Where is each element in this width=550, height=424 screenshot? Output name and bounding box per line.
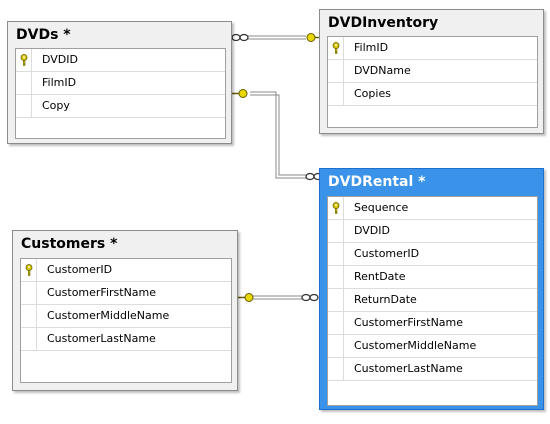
primary-key-icon xyxy=(332,202,339,214)
column-name: DVDID xyxy=(354,224,390,237)
column-row[interactable]: DVDID xyxy=(328,220,537,243)
row-selector[interactable] xyxy=(328,335,344,357)
column-row[interactable]: CustomerFirstName xyxy=(328,312,537,335)
column-name: CustomerID xyxy=(354,247,420,260)
column-row[interactable]: CustomerID xyxy=(21,259,231,282)
row-selector[interactable] xyxy=(328,83,344,105)
column-name: CustomerFirstName xyxy=(47,286,157,299)
column-name: ReturnDate xyxy=(354,293,417,306)
column-name: CustomerMiddleName xyxy=(47,309,170,322)
many-end-infinity-icon xyxy=(301,293,319,302)
column-name: Copies xyxy=(354,87,391,100)
column-name: Copy xyxy=(42,99,70,112)
column-name: CustomerLastName xyxy=(47,332,156,345)
column-row[interactable]: CustomerLastName xyxy=(328,358,537,381)
column-name: FilmID xyxy=(42,76,77,89)
column-name: RentDate xyxy=(354,270,406,283)
column-name: DVDID xyxy=(42,53,78,66)
column-grid: DVDID FilmID Copy xyxy=(15,48,226,139)
table-dvds[interactable]: DVDs * DVDID FilmID Copy xyxy=(7,21,232,144)
column-name: CustomerLastName xyxy=(354,362,463,375)
column-row[interactable]: CustomerID xyxy=(328,243,537,266)
column-name: CustomerFirstName xyxy=(354,316,464,329)
column-row[interactable]: DVDName xyxy=(328,60,537,83)
column-name: FilmID xyxy=(354,41,389,54)
column-name: Sequence xyxy=(354,201,409,214)
row-selector[interactable] xyxy=(16,49,32,71)
column-row[interactable]: FilmID xyxy=(328,37,537,60)
row-selector[interactable] xyxy=(16,95,32,117)
column-name: CustomerID xyxy=(47,263,113,276)
column-row[interactable]: Copies xyxy=(328,83,537,106)
column-row[interactable]: ReturnDate xyxy=(328,289,537,312)
row-selector[interactable] xyxy=(328,266,344,288)
many-end-infinity-icon xyxy=(231,33,249,42)
row-selector[interactable] xyxy=(328,289,344,311)
row-selector[interactable] xyxy=(21,259,37,281)
table-title: Customers * xyxy=(21,236,118,252)
column-row[interactable]: FilmID xyxy=(16,72,225,95)
relationship-customers-dvdrental[interactable] xyxy=(238,293,319,302)
row-selector[interactable] xyxy=(328,220,344,242)
column-row[interactable]: CustomerLastName xyxy=(21,328,231,351)
column-name: CustomerMiddleName xyxy=(354,339,477,352)
one-end-key-icon xyxy=(238,293,254,302)
row-selector[interactable] xyxy=(21,328,37,350)
column-row[interactable]: CustomerFirstName xyxy=(21,282,231,305)
relationship-dvds-dvdrental[interactable] xyxy=(232,89,323,181)
column-row[interactable]: DVDID xyxy=(16,49,225,72)
row-selector[interactable] xyxy=(21,305,37,327)
row-selector[interactable] xyxy=(328,37,344,59)
row-selector[interactable] xyxy=(21,282,37,304)
row-selector[interactable] xyxy=(16,72,32,94)
column-row[interactable]: Copy xyxy=(16,95,225,118)
table-title: DVDRental * xyxy=(328,174,426,190)
row-selector[interactable] xyxy=(328,243,344,265)
column-row[interactable]: RentDate xyxy=(328,266,537,289)
row-selector[interactable] xyxy=(328,312,344,334)
row-selector[interactable] xyxy=(328,60,344,82)
primary-key-icon xyxy=(20,54,27,66)
column-row[interactable]: CustomerMiddleName xyxy=(328,335,537,358)
primary-key-icon xyxy=(332,42,339,54)
relationship-dvds-dvdinventory[interactable] xyxy=(231,33,322,42)
primary-key-icon xyxy=(25,264,32,276)
column-row[interactable]: Sequence xyxy=(328,197,537,220)
table-title: DVDs * xyxy=(16,27,71,43)
column-name: DVDName xyxy=(354,64,411,77)
row-selector[interactable] xyxy=(328,358,344,380)
one-end-key-icon xyxy=(232,89,248,98)
table-title: DVDInventory xyxy=(328,15,439,31)
column-row[interactable]: CustomerMiddleName xyxy=(21,305,231,328)
row-selector[interactable] xyxy=(328,197,344,219)
